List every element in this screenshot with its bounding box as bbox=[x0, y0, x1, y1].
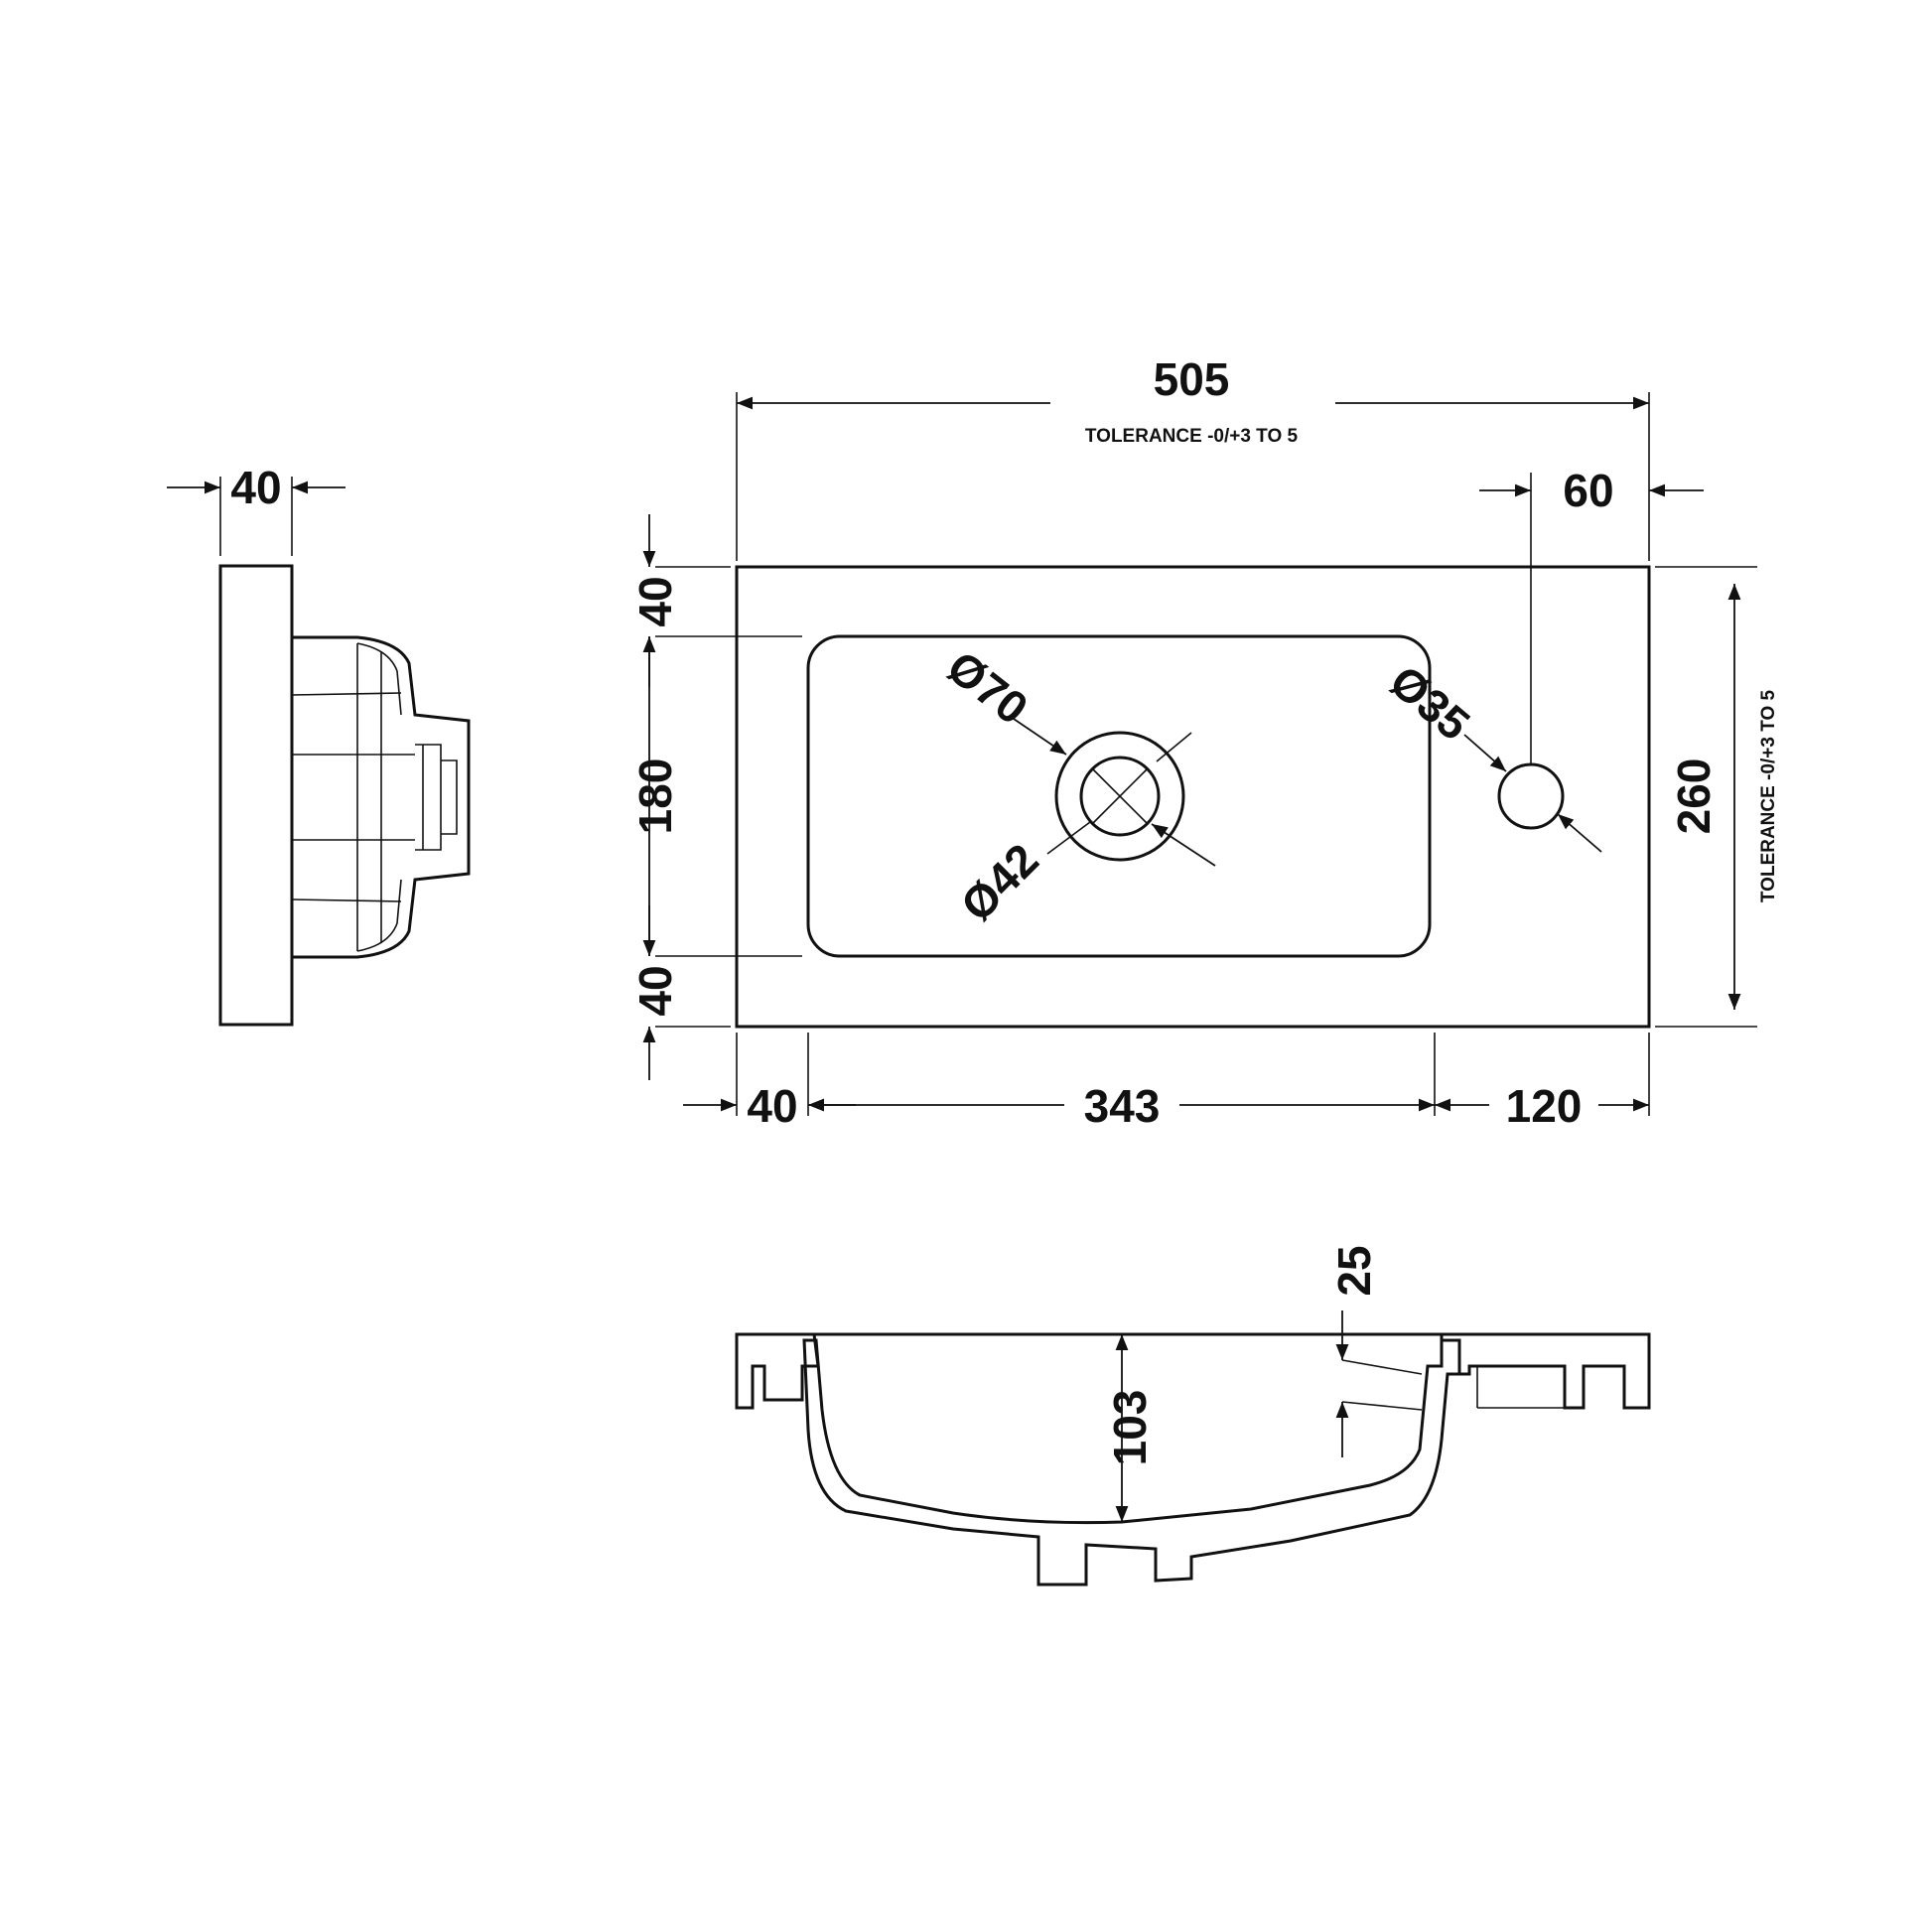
waste-inner-leader-far bbox=[1046, 821, 1091, 855]
waste-inner-ring bbox=[1079, 756, 1161, 837]
side-bowl-profile bbox=[292, 635, 471, 959]
rim-left-label: 40 bbox=[747, 1080, 797, 1132]
rim-front-label: 40 bbox=[629, 965, 681, 1016]
side-bowl-inner bbox=[356, 642, 402, 952]
bowl-width-label: 343 bbox=[1084, 1080, 1161, 1132]
width-label: 505 bbox=[1154, 353, 1230, 405]
section-bowl-wall bbox=[802, 1338, 1461, 1587]
bowl-depth-label: 180 bbox=[629, 759, 681, 835]
tap-hole-leader-in bbox=[1463, 734, 1507, 772]
side-view: 40 bbox=[167, 462, 471, 1027]
rim-back-label: 40 bbox=[629, 576, 681, 626]
section-view: 103 25 bbox=[735, 1245, 1651, 1587]
tap-offset-label: 60 bbox=[1563, 465, 1613, 516]
side-thickness-label: 40 bbox=[230, 462, 281, 513]
depth-tolerance-label: TOLERANCE -0/+3 TO 5 bbox=[1758, 689, 1779, 902]
section-depth-label: 103 bbox=[1104, 1390, 1156, 1466]
waste-outer-leader bbox=[1010, 716, 1067, 756]
width-tolerance-label: TOLERANCE -0/+3 TO 5 bbox=[1085, 426, 1299, 447]
section-right-rim bbox=[1440, 1332, 1651, 1410]
bowl-outline bbox=[806, 634, 1432, 958]
depth-label: 260 bbox=[1668, 759, 1720, 835]
waste-inner-label: Ø42 bbox=[951, 834, 1048, 931]
tap-hole bbox=[1497, 762, 1565, 830]
rim-right-label: 120 bbox=[1506, 1080, 1583, 1132]
tap-hole-leader-out bbox=[1557, 813, 1602, 853]
waste-inner-leader bbox=[1151, 823, 1216, 867]
section-overflow-gap bbox=[1467, 1350, 1577, 1364]
plan-view: 505 TOLERANCE -0/+3 TO 5 60 260 TOLERANC… bbox=[629, 353, 1779, 1132]
overflow-label: 25 bbox=[1328, 1245, 1380, 1296]
side-waste-outline bbox=[415, 744, 458, 851]
waste-outer-leader-far bbox=[1156, 732, 1192, 762]
basin-outline bbox=[735, 565, 1651, 1029]
waste-outer-label: Ø70 bbox=[938, 640, 1038, 735]
side-slab bbox=[218, 564, 294, 1027]
waste-outer-ring bbox=[1054, 731, 1185, 862]
